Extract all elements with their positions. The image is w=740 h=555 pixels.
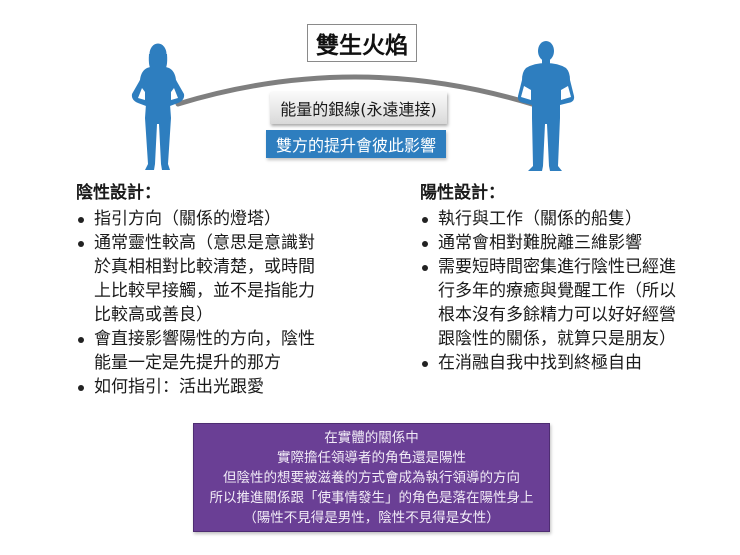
silver-line-label: 能量的銀線(永遠連接) [270, 92, 447, 124]
female-silhouette-icon [131, 43, 185, 170]
note-line: 在實體的關係中 [324, 429, 419, 446]
list-item: 通常靈性較高（意思是意識對 於真相相對比較清楚，或時間 上比較早接觸，並不是指能… [76, 231, 346, 327]
page-title: 雙生火焰 [307, 24, 417, 62]
list-item: 需要短時間密集進行陰性已經進 行多年的療癒與覺醒工作（所以 根本沒有多餘精力可以… [420, 255, 680, 351]
relationship-note-box: 在實體的關係中 實際擔任領導者的角色還是陽性 但陰性的想要被滋養的方式會成為執行… [193, 423, 550, 532]
list-item: 指引方向（關係的燈塔） [76, 207, 346, 231]
note-line: （陽性不見得是男性，陰性不見得是女性） [243, 509, 500, 526]
yin-heading: 陰性設計： [76, 183, 161, 203]
bullet-icon [78, 217, 84, 223]
bullet-icon [422, 241, 428, 247]
list-item: 通常會相對難脫離三維影響 [420, 231, 680, 255]
male-silhouette-icon [517, 41, 575, 171]
list-item: 會直接影響陽性的方向，陰性 能量一定是先提升的那方 [76, 327, 346, 375]
yin-design-section: 陰性設計： 指引方向（關係的燈塔） 通常靈性較高（意思是意識對 於真相相對比較清… [76, 180, 346, 399]
list-item: 執行與工作（關係的船隻） [420, 207, 680, 231]
bullet-icon [78, 385, 84, 391]
bullet-icon [422, 217, 428, 223]
bullet-icon [78, 241, 84, 247]
bullet-icon [422, 265, 428, 271]
mutual-influence-label: 雙方的提升會彼此影響 [266, 130, 446, 158]
bullet-icon [78, 337, 84, 343]
bullet-icon [422, 361, 428, 367]
list-item: 在消融自我中找到終極自由 [420, 351, 680, 375]
yang-list: 執行與工作（關係的船隻） 通常會相對難脫離三維影響 需要短時間密集進行陰性已經進… [420, 207, 680, 375]
yin-list: 指引方向（關係的燈塔） 通常靈性較高（意思是意識對 於真相相對比較清楚，或時間 … [76, 207, 346, 399]
note-line: 但陰性的想要被滋養的方式會成為執行領導的方向 [223, 469, 520, 486]
note-line: 所以推進關係跟「使事情發生」的角色是落在陽性身上 [209, 489, 534, 506]
yang-heading: 陽性設計： [420, 183, 505, 203]
yang-design-section: 陽性設計： 執行與工作（關係的船隻） 通常會相對難脫離三維影響 需要短時間密集進… [420, 180, 680, 375]
note-line: 實際擔任領導者的角色還是陽性 [277, 449, 466, 466]
list-item: 如何指引：活出光跟愛 [76, 375, 346, 399]
silver-cord-arc [175, 74, 535, 107]
